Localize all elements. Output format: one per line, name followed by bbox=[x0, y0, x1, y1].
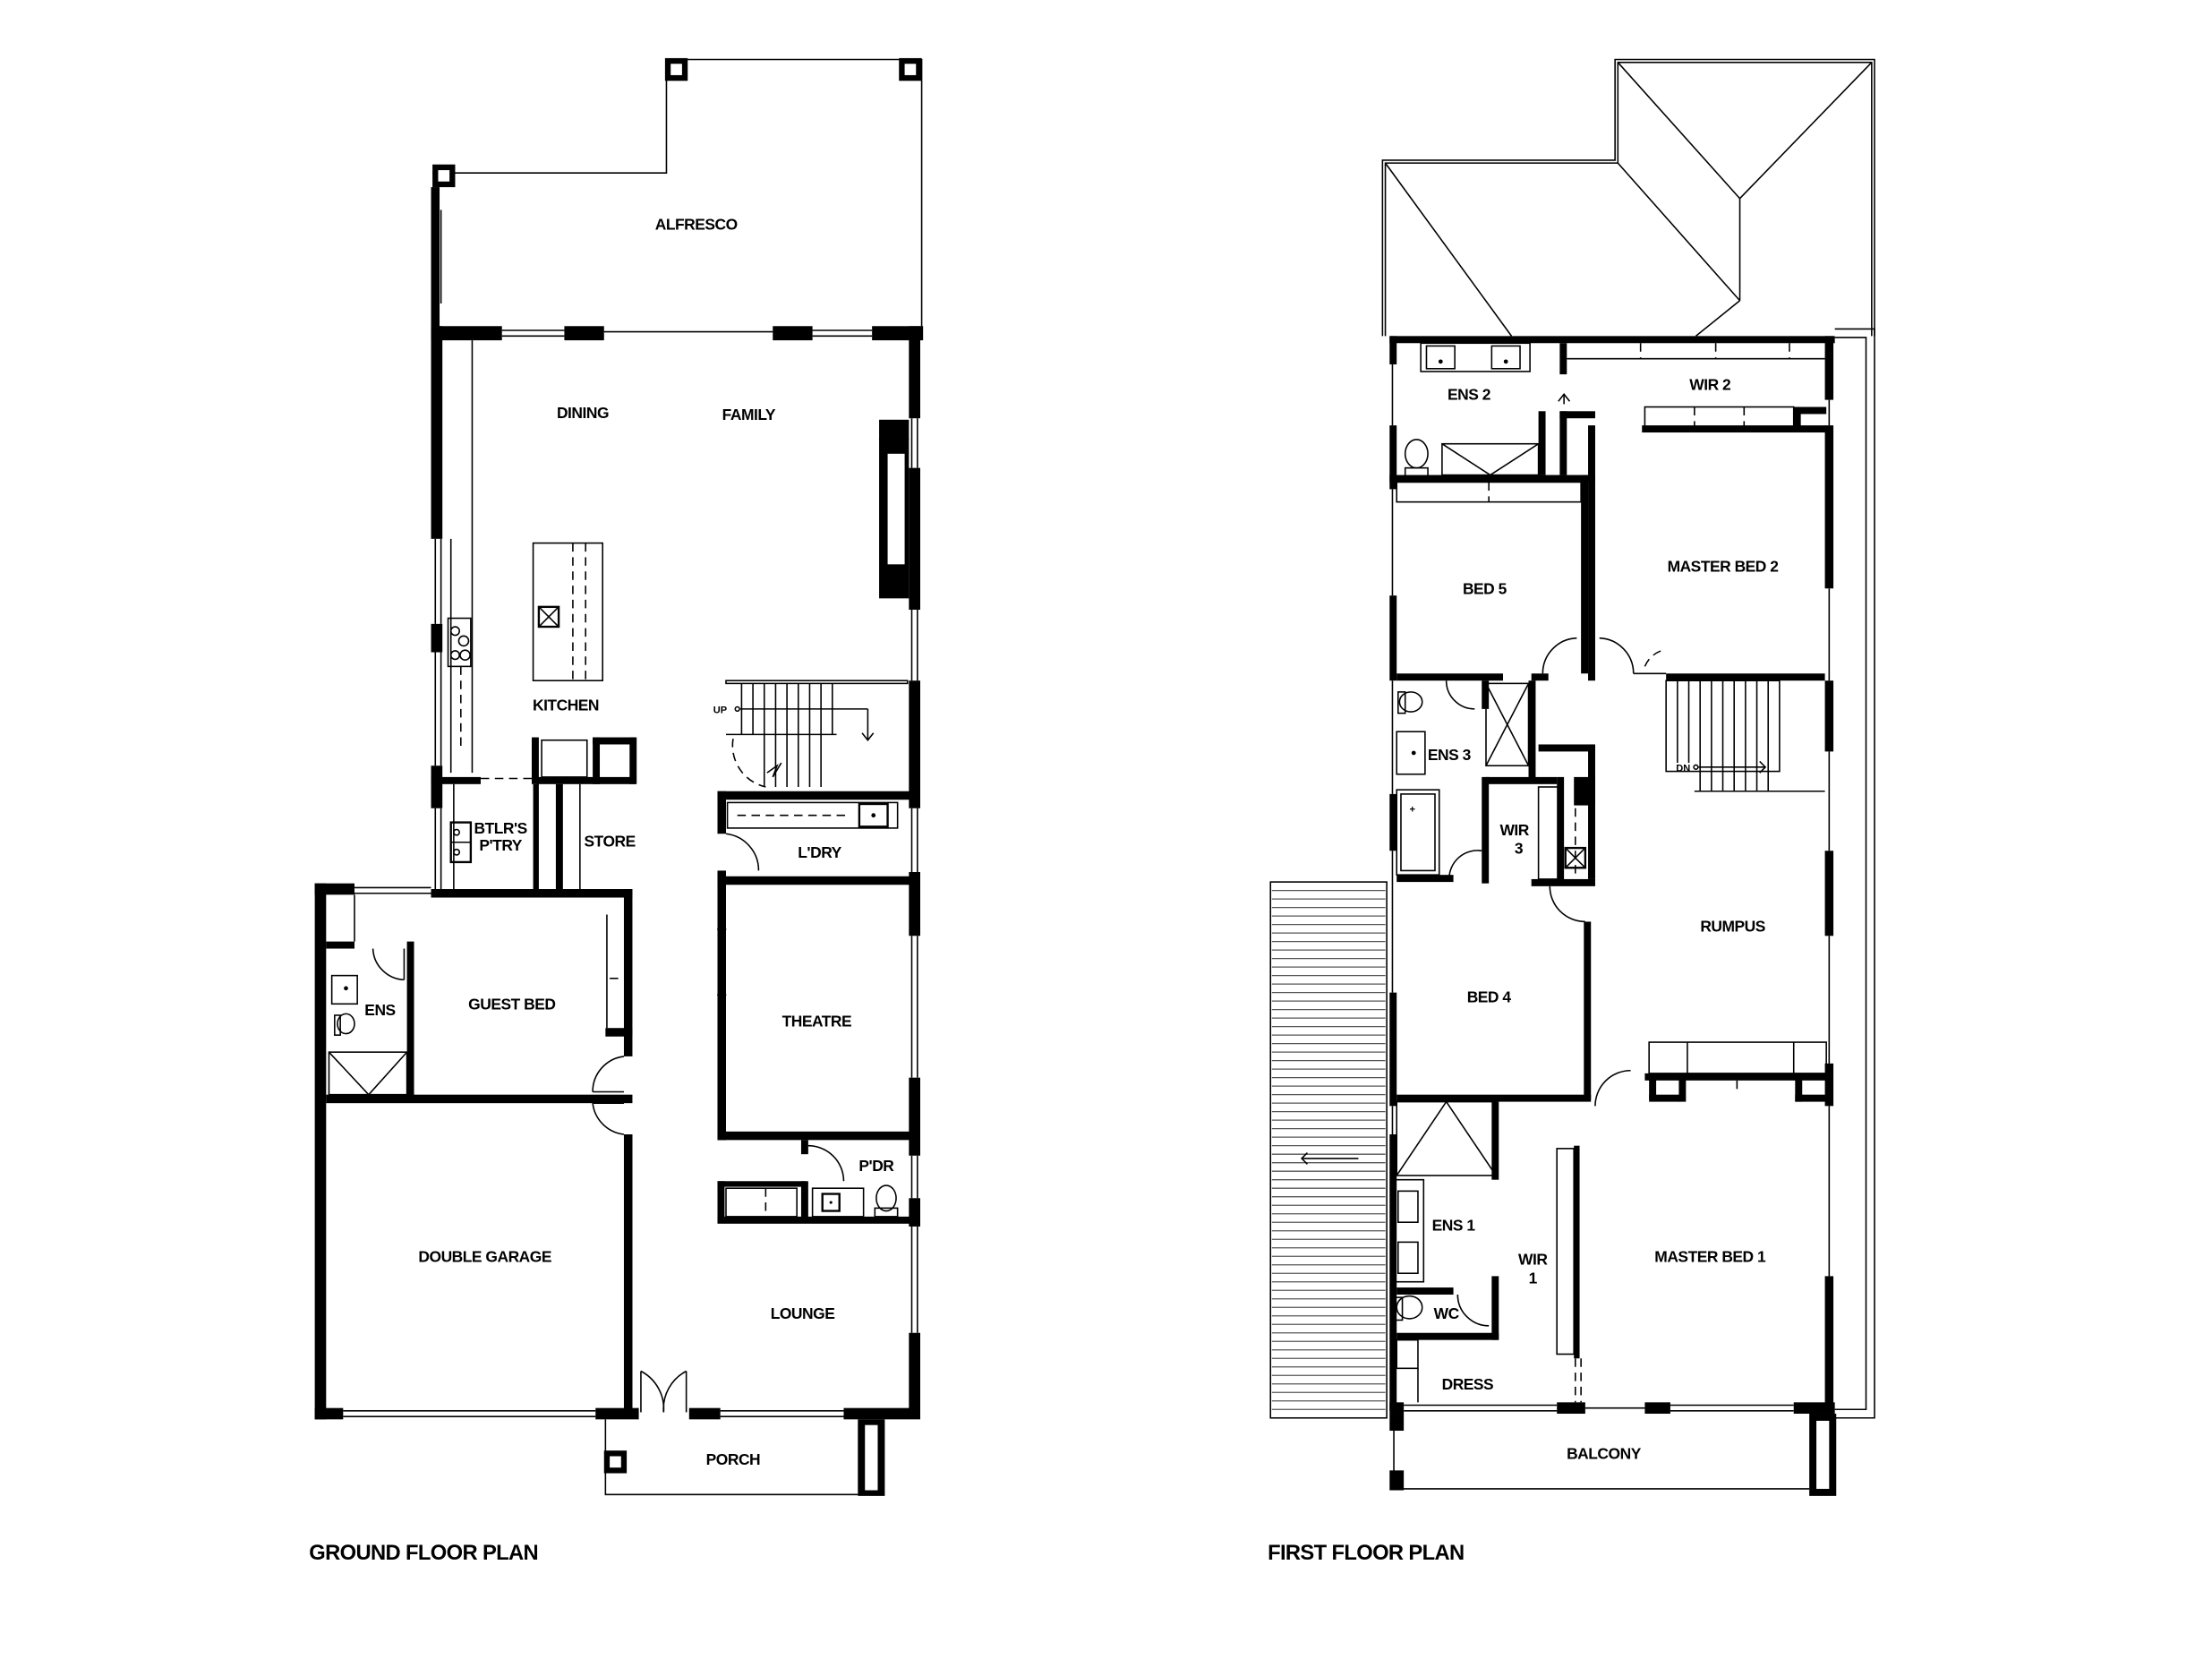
first-stair-treads bbox=[1665, 680, 1825, 792]
room-label-wir-3-num: 3 bbox=[1515, 839, 1524, 857]
ground-room-labels: ALFRESCO DINING FAMILY KITCHEN BTLR'S P'… bbox=[364, 216, 894, 1468]
room-label-master-bed-1: MASTER BED 1 bbox=[1654, 1248, 1766, 1266]
room-label-rumpus: RUMPUS bbox=[1700, 918, 1765, 936]
room-label-master-bed-2: MASTER BED 2 bbox=[1668, 557, 1779, 575]
room-label-wir-3: WIR bbox=[1499, 821, 1529, 839]
first-room-labels: ENS 2 WIR 2 BED 5 MASTER BED 2 ENS 3 WIR… bbox=[1428, 376, 1779, 1463]
stair-down-label: DN bbox=[1676, 764, 1690, 774]
room-label-ensuite: ENS bbox=[364, 1001, 395, 1019]
room-label-alfresco: ALFRESCO bbox=[655, 216, 738, 234]
roof-outline bbox=[1381, 58, 1875, 337]
svg-text:+: + bbox=[1409, 804, 1415, 815]
room-label-double-garage: DOUBLE GARAGE bbox=[418, 1248, 551, 1266]
room-label-family: FAMILY bbox=[722, 406, 776, 423]
lower-roof-hatching bbox=[1269, 881, 1388, 1419]
room-label-ens-1: ENS 1 bbox=[1432, 1217, 1476, 1235]
ground-floor-plan: UP bbox=[309, 57, 924, 1565]
room-label-butlers-pantry-2: P'TRY bbox=[479, 836, 522, 854]
room-label-porch: PORCH bbox=[706, 1450, 760, 1468]
first-floor-plan: DN + bbox=[1268, 58, 1875, 1565]
first-interior-walls: DN + bbox=[1389, 342, 1827, 1403]
room-label-wc: WC bbox=[1434, 1304, 1460, 1322]
room-label-butlers-pantry: BTLR'S bbox=[474, 819, 526, 837]
ground-outer-walls bbox=[314, 326, 924, 1420]
room-label-theatre: THEATRE bbox=[782, 1013, 852, 1030]
first-outer-walls bbox=[1389, 336, 1837, 1496]
ground-stair-treads bbox=[725, 683, 837, 787]
room-label-dress: DRESS bbox=[1442, 1375, 1494, 1393]
room-label-lounge: LOUNGE bbox=[771, 1304, 835, 1322]
room-label-ens-2: ENS 2 bbox=[1448, 386, 1490, 404]
first-floor-plan-title: FIRST FLOOR PLAN bbox=[1268, 1541, 1464, 1565]
room-label-bed-5: BED 5 bbox=[1463, 580, 1507, 598]
stair-up-label: UP bbox=[713, 706, 728, 716]
room-label-guest-bed: GUEST BED bbox=[468, 996, 555, 1013]
room-label-store: STORE bbox=[584, 833, 635, 851]
room-label-bed-4: BED 4 bbox=[1467, 988, 1512, 1006]
room-label-powder: P'DR bbox=[858, 1157, 894, 1175]
room-label-wir-1-num: 1 bbox=[1529, 1269, 1538, 1287]
ground-interior-walls: UP bbox=[326, 340, 917, 1496]
room-label-wir-1: WIR bbox=[1518, 1251, 1548, 1269]
alfresco-outline bbox=[431, 57, 923, 332]
room-label-wir-2: WIR 2 bbox=[1689, 376, 1730, 394]
room-label-laundry: L'DRY bbox=[798, 843, 841, 861]
ground-floor-plan-title: GROUND FLOOR PLAN bbox=[309, 1541, 538, 1565]
room-label-ens-3: ENS 3 bbox=[1428, 746, 1472, 764]
room-label-dining: DINING bbox=[557, 404, 609, 422]
room-label-balcony: BALCONY bbox=[1567, 1445, 1642, 1463]
room-label-kitchen: KITCHEN bbox=[533, 696, 599, 714]
